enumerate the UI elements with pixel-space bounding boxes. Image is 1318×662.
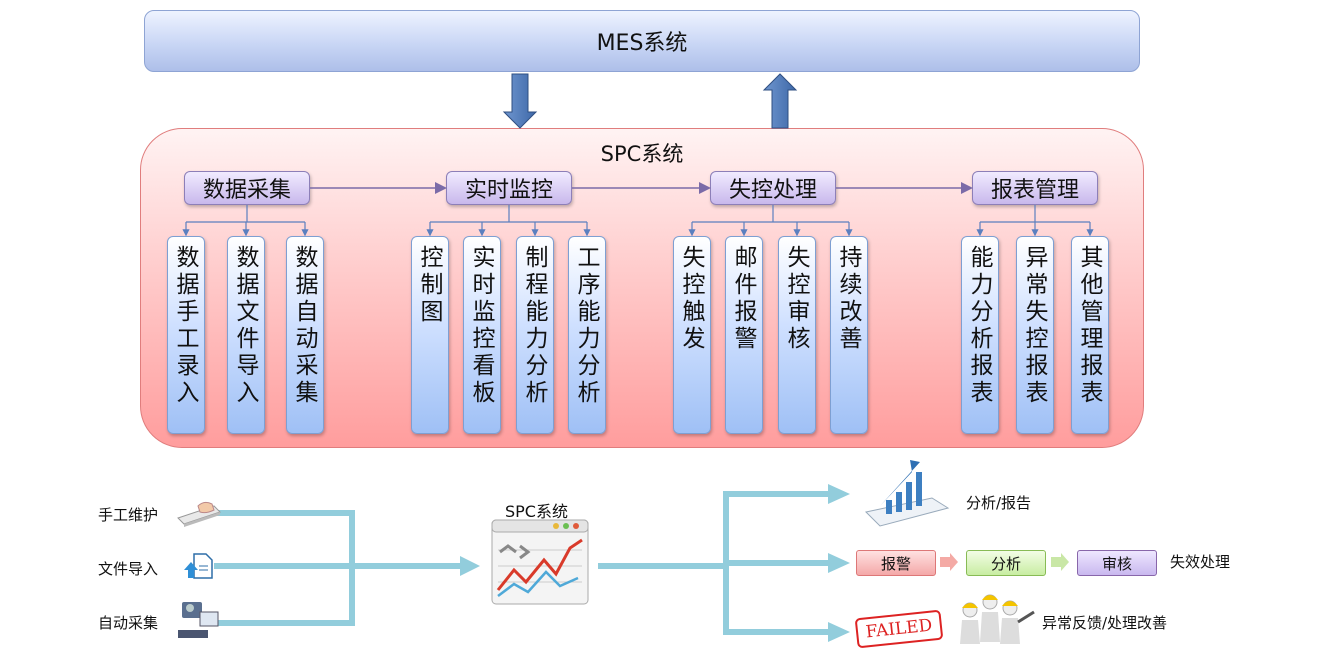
output-arrowhead-top [828,484,850,504]
item-process-capability: 制程能力分析 [516,236,554,434]
feedback-label: 异常反馈/处理改善 [1042,614,1168,632]
input-flow-arrowhead [460,556,480,576]
item-control-chart: 控制图 [411,236,449,434]
step-arrow-icon [1051,553,1069,571]
category-data-collection: 数据采集 [184,171,310,205]
step-analyze: 分析 [966,550,1046,576]
item-exception-report: 异常失控报表 [1016,236,1054,434]
item-manual-entry: 数据手工录入 [167,236,205,434]
up-arrow-icon [762,73,798,129]
input-flow-lines [214,510,462,626]
item-capability-report: 能力分析报表 [961,236,999,434]
category-label: 实时监控 [464,178,553,203]
down-arrow-icon [502,73,538,129]
analysis-report-icon [864,460,950,527]
input-manual-label: 手工维护 [98,506,159,524]
mes-system-bar: MES系统 [144,10,1140,72]
input-file-label: 文件导入 [98,560,159,578]
machine-icon [178,602,219,638]
step-label: 审核 [1101,554,1132,573]
input-auto-label: 自动采集 [98,614,159,632]
keyboard-icon [177,501,221,527]
spc-system-title: SPC系统 [600,142,684,166]
output-flow-lines [598,491,830,635]
file-import-icon [184,553,213,579]
category-label: 数据采集 [202,178,291,203]
category-label: 报表管理 [990,178,1079,203]
step-audit: 审核 [1077,550,1157,576]
mes-system-title: MES系统 [596,31,688,56]
failure-handling-label: 失效处理 [1170,553,1231,571]
category-report-management: 报表管理 [972,171,1098,205]
spc-chart-icon [491,519,589,605]
item-operation-capability: 工序能力分析 [568,236,606,434]
step-label: 报警 [880,554,911,573]
item-realtime-board: 实时监控看板 [463,236,501,434]
step-label: 分析 [990,554,1021,573]
item-audit: 失控审核 [778,236,816,434]
item-continuous-improvement: 持续改善 [830,236,868,434]
output-arrowhead-bottom [828,622,850,642]
tree-connectors [182,205,1094,237]
item-other-report: 其他管理报表 [1071,236,1109,434]
item-file-import: 数据文件导入 [227,236,265,434]
workers-icon [960,594,1035,644]
category-realtime-monitor: 实时监控 [446,171,572,205]
step-arrow-icon [940,553,958,571]
item-trigger: 失控触发 [673,236,711,434]
item-mail-alarm: 邮件报警 [725,236,763,434]
failed-stamp-text: FAILED [864,615,934,643]
item-auto-collect: 数据自动采集 [286,236,324,434]
spc-center-label: SPC系统 [505,502,568,521]
step-alarm: 报警 [856,550,936,576]
category-label: 失控处理 [728,178,817,203]
category-out-of-control: 失控处理 [710,171,836,205]
output-arrowhead-mid [828,553,850,573]
analysis-report-label: 分析/报告 [966,494,1032,512]
